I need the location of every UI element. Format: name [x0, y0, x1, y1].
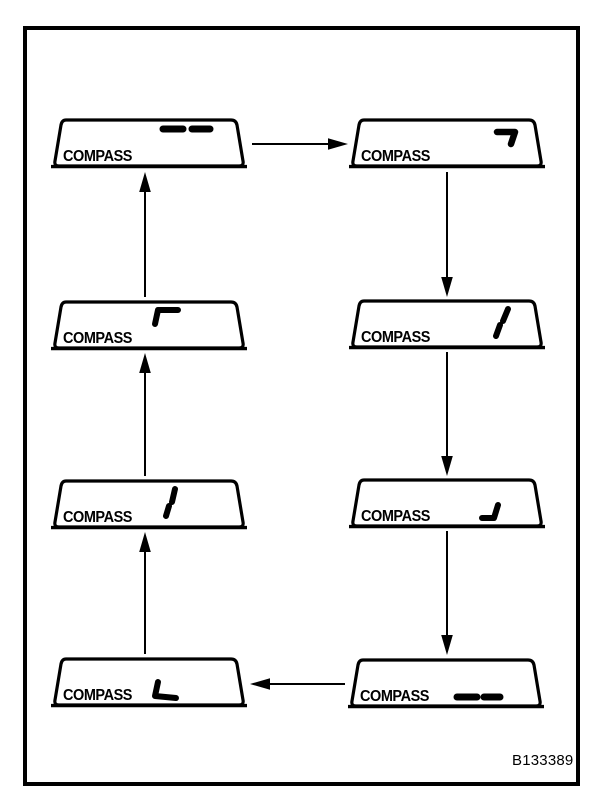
- arrow-top-right-to-right-upper: [441, 172, 453, 297]
- arrow-left-lower-to-left-upper: [139, 353, 151, 476]
- compass-display-bottom-left: COMPASS: [51, 657, 247, 708]
- arrow-left-upper-to-top-left: [139, 172, 151, 297]
- arrow-bottom-left-to-left-lower: [139, 532, 151, 654]
- compass-label: COMPASS: [361, 508, 431, 525]
- arrow-top-left-to-top-right: [252, 138, 348, 150]
- compass-display-top-right: COMPASS: [349, 118, 545, 169]
- compass-label: COMPASS: [361, 148, 431, 165]
- segment-corner-bottom-left-icon: [152, 679, 179, 701]
- compass-label: COMPASS: [63, 148, 133, 165]
- compass-label: COMPASS: [63, 687, 133, 704]
- segment-corner-bottom-right-icon: [479, 502, 501, 521]
- segment-corner-top-right-icon: [493, 128, 519, 148]
- segment-slanted-bar-left-icon: [163, 486, 178, 519]
- compass-display-bottom-right: COMPASS: [348, 658, 544, 709]
- segment-corner-top-left-icon: [152, 307, 181, 327]
- compass-display-top-left: COMPASS: [51, 118, 247, 169]
- arrow-right-lower-to-bottom-right: [441, 531, 453, 655]
- compass-label: COMPASS: [63, 509, 133, 526]
- compass-display-left-lower: COMPASS: [51, 479, 247, 530]
- arrow-right-upper-to-right-lower: [441, 352, 453, 476]
- compass-display-right-upper: COMPASS: [349, 299, 545, 350]
- figure-code: B133389: [512, 752, 574, 769]
- arrow-bottom-right-to-bottom-left: [250, 678, 345, 690]
- compass-label: COMPASS: [63, 330, 133, 347]
- segment-slanted-bar-right-icon: [493, 306, 511, 339]
- figure-border: [23, 26, 580, 786]
- compass-label: COMPASS: [360, 688, 430, 705]
- compass-display-right-lower: COMPASS: [349, 478, 545, 529]
- compass-display-left-upper: COMPASS: [51, 300, 247, 351]
- compass-label: COMPASS: [361, 329, 431, 346]
